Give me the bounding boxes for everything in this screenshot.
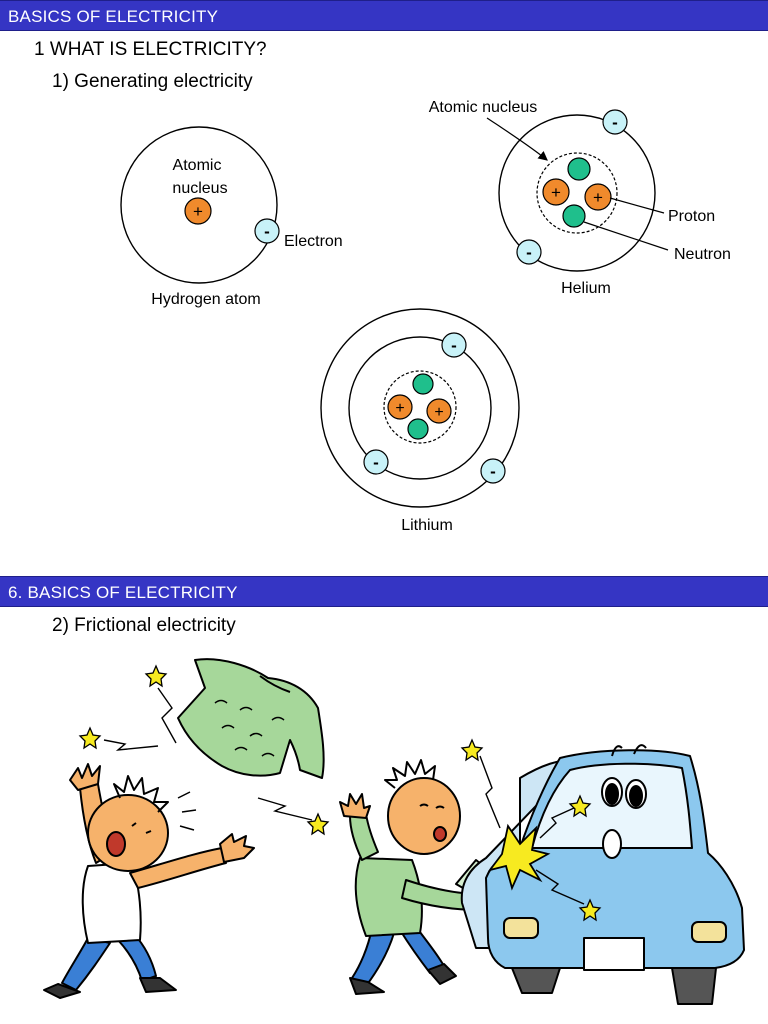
helium-caption: Helium xyxy=(561,280,611,297)
lithium-atom: + + - - - Lithium xyxy=(320,308,520,534)
electron: - xyxy=(254,218,280,244)
electron-orbit xyxy=(498,114,656,272)
svg-text:-: - xyxy=(612,113,618,132)
section-title-bar: BASICS OF ELECTRICITY xyxy=(0,0,768,31)
zigzag-lines xyxy=(479,755,585,905)
svg-text:-: - xyxy=(264,222,270,241)
subsection-heading: 1) Generating electricity xyxy=(52,71,253,92)
nucleus-pointer xyxy=(486,117,548,161)
electron-label: Electron xyxy=(284,233,343,250)
proton-label: Proton xyxy=(668,208,715,225)
neutron-label: Neutron xyxy=(674,246,731,263)
outer-orbit xyxy=(320,308,520,508)
nucleus-boundary xyxy=(383,370,457,444)
proton: + xyxy=(426,398,452,424)
nucleus-label: nucleus xyxy=(172,180,227,197)
helium-atom: Atomic nucleus + + - - Proton Neutron He… xyxy=(429,99,731,297)
section-title: 6. BASICS OF ELECTRICITY xyxy=(8,583,238,602)
hydrogen-atom: Atomic nucleus + - Electron Hydrogen ato… xyxy=(120,126,343,308)
neutron xyxy=(412,373,434,395)
neutron-pointer xyxy=(583,221,669,251)
zigzag-lines xyxy=(103,687,313,821)
spark-icon xyxy=(460,738,602,922)
electron: - xyxy=(480,458,506,484)
svg-text:+: + xyxy=(551,183,561,202)
electron: - xyxy=(363,449,389,475)
proton: + xyxy=(542,178,570,206)
hydrogen-caption: Hydrogen atom xyxy=(151,291,260,308)
inner-orbit xyxy=(348,336,492,480)
svg-text:-: - xyxy=(451,336,457,355)
neutron xyxy=(407,418,429,440)
section-title: BASICS OF ELECTRICITY xyxy=(8,7,219,26)
svg-text:+: + xyxy=(434,404,443,421)
proton: + xyxy=(584,183,612,211)
atom-diagrams: Atomic nucleus + - Electron Hydrogen ato… xyxy=(120,99,731,534)
sweater-illustration xyxy=(177,658,325,779)
car-illustration xyxy=(460,744,745,1005)
electron: - xyxy=(441,332,467,358)
proton: + xyxy=(184,197,212,225)
nucleus-boundary xyxy=(536,152,618,234)
svg-text:+: + xyxy=(193,202,203,221)
electric-spark-icon xyxy=(487,823,551,891)
nucleus-label: Atomic nucleus xyxy=(429,99,538,116)
spark-icon xyxy=(78,664,330,836)
chapter-heading: 1 WHAT IS ELECTRICITY? xyxy=(34,39,267,60)
frictional-electricity-illustration xyxy=(43,658,745,1005)
boy-left-illustration xyxy=(43,763,255,999)
section-title-bar: 6. BASICS OF ELECTRICITY xyxy=(0,576,768,607)
subsection-heading: 2) Frictional electricity xyxy=(52,615,236,636)
svg-text:-: - xyxy=(526,243,532,262)
proton-pointer xyxy=(609,197,665,214)
svg-text:+: + xyxy=(395,400,404,417)
proton: + xyxy=(387,394,413,420)
svg-text:-: - xyxy=(373,453,379,472)
neutron xyxy=(567,157,591,181)
svg-text:+: + xyxy=(593,188,603,207)
neutron xyxy=(562,204,586,228)
electron: - xyxy=(602,109,628,135)
nucleus-label: Atomic xyxy=(173,157,222,174)
electron-orbit xyxy=(120,126,278,284)
lithium-caption: Lithium xyxy=(401,517,453,534)
electron: - xyxy=(516,239,542,265)
svg-text:-: - xyxy=(490,462,496,481)
